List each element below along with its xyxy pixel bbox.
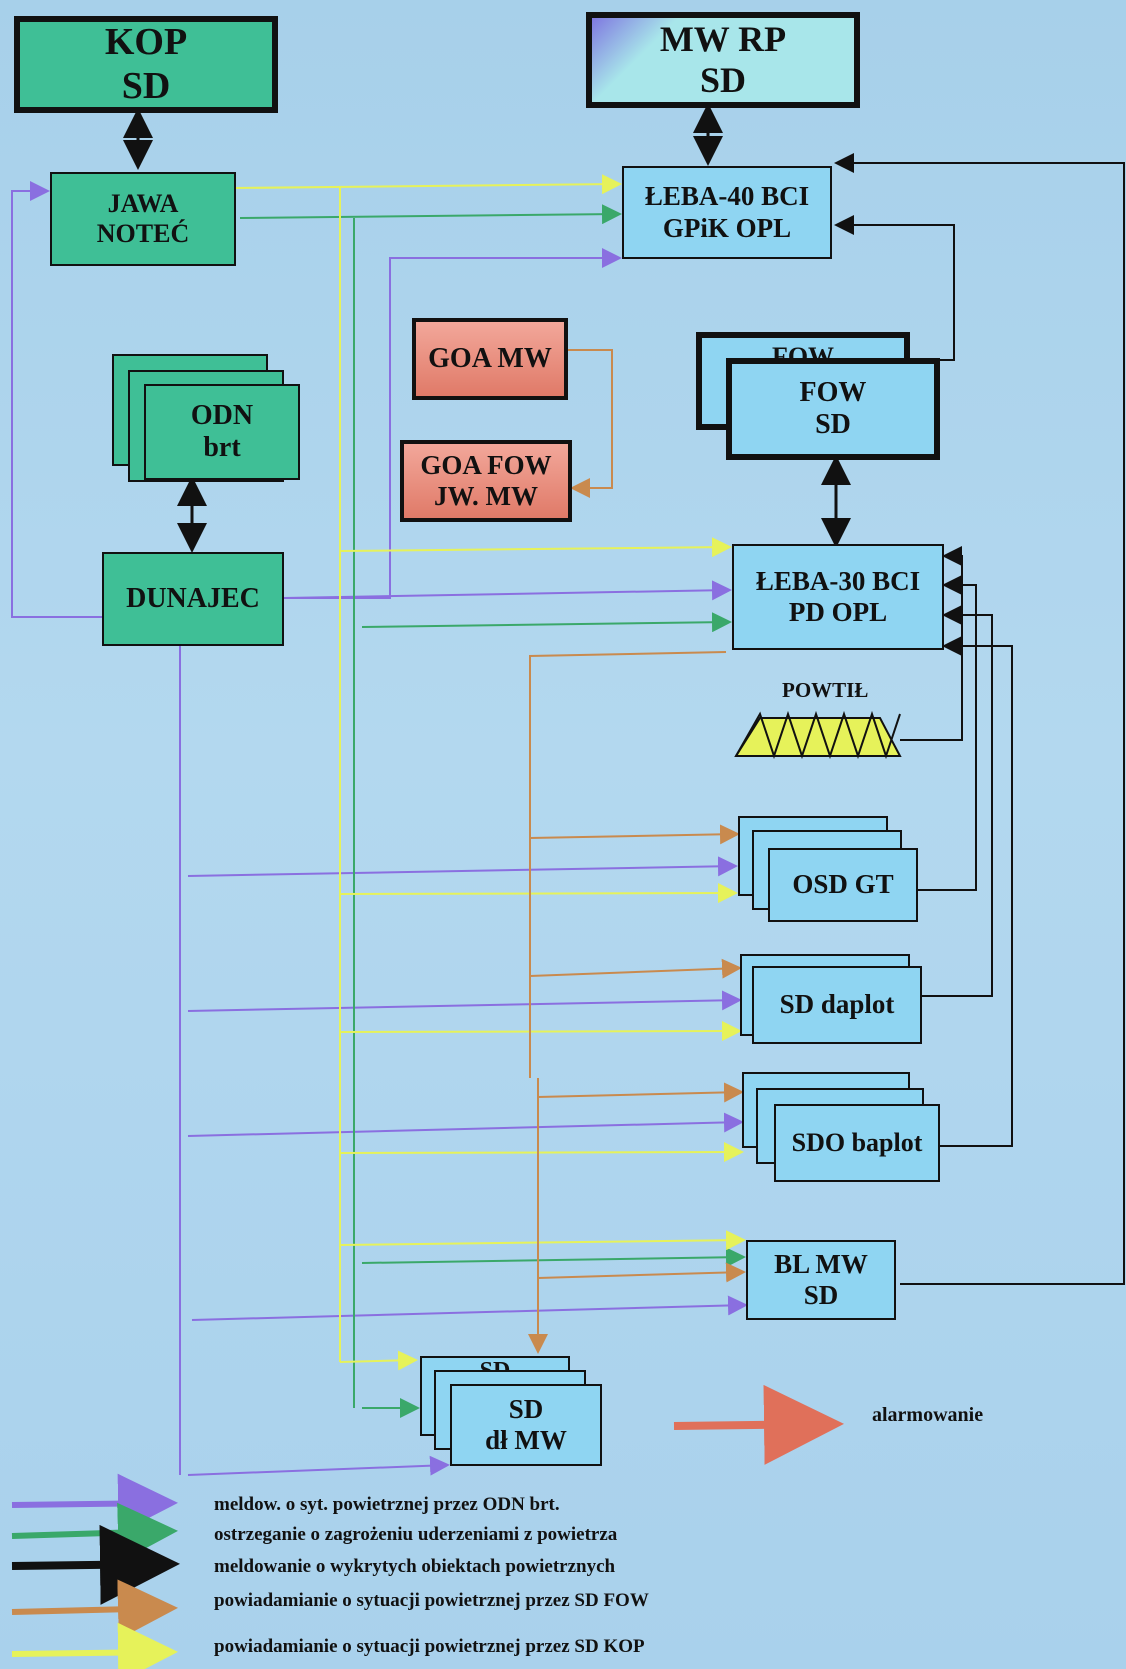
fow-sd-line2: SD (815, 409, 851, 440)
sdo-baplot-line1: SDO baplot (791, 1128, 923, 1158)
legend-item-odn: meldow. o syt. powietrznej przez ODN brt… (214, 1494, 560, 1515)
kop-sd-node: KOP SD (14, 16, 278, 113)
mw-rp-sd-line2: SD (699, 60, 747, 100)
sd-dl-mw-line2: dł MW (485, 1425, 567, 1455)
powtil-label: POWTIŁ (782, 678, 869, 702)
leba-40-node: ŁEBA-40 BCI GPiK OPL (622, 166, 832, 259)
goa-fow-node: GOA FOW JW. MW (400, 440, 572, 522)
sdo-baplot-node: SDO baplot (774, 1104, 940, 1182)
mw-rp-sd-line1: MW RP (659, 18, 787, 59)
legend-item-sd-fow: powiadamianie o sytuacji powietrznej prz… (214, 1590, 649, 1611)
sd-daplot-node: SD daplot (752, 966, 922, 1044)
powtil-antenna-icon (734, 710, 902, 760)
legend-item-ostrzeganie: ostrzeganie o zagrożeniu uderzeniami z p… (214, 1524, 618, 1545)
jawa-notec-line1: JAWA (107, 189, 179, 219)
sd-dl-mw-line1: SD (508, 1393, 544, 1424)
goa-fow-line1: GOA FOW (420, 449, 552, 480)
osd-gt-node: OSD GT (768, 848, 918, 922)
goa-mw-node: GOA MW (412, 318, 568, 400)
bl-mw-sd-node: BL MW SD (746, 1240, 896, 1320)
leba-40-line2: GPiK OPL (662, 212, 792, 243)
osd-gt-line1: OSD GT (792, 869, 894, 900)
leba-40-line1: ŁEBA-40 BCI (644, 181, 810, 212)
alarm-label: alarmowanie (872, 1404, 984, 1426)
leba-30-line1: ŁEBA-30 BCI (755, 565, 921, 596)
bl-mw-sd-line1: BL MW (774, 1248, 868, 1279)
kop-sd-line2: SD (121, 64, 171, 107)
leba-30-node: ŁEBA-30 BCI PD OPL (732, 544, 944, 650)
leba-30-line2: PD OPL (788, 597, 888, 627)
odn-brt-line1: ODN (190, 399, 254, 431)
odn-brt-line2: brt (203, 432, 241, 463)
jawa-notec-node: JAWA NOTEĆ (50, 172, 236, 266)
dunajec-node: DUNAJEC (102, 552, 284, 646)
legend-item-meldowanie: meldowanie o wykrytych obiektach powietr… (214, 1556, 616, 1577)
kop-sd-line1: KOP (104, 20, 188, 63)
fow-sd-node: FOW SD (726, 358, 940, 460)
bl-mw-sd-line2: SD (803, 1280, 839, 1310)
jawa-notec-line2: NOTEĆ (96, 219, 190, 248)
legend-item-sd-kop: powiadamianie o sytuacji powietrznej prz… (214, 1636, 645, 1657)
goa-fow-line2: JW. MW (433, 481, 538, 511)
sd-daplot-line1: SD daplot (779, 989, 895, 1020)
odn-brt-node: ODN brt (144, 384, 300, 480)
sd-dl-mw-node: SD dł MW (450, 1384, 602, 1466)
mw-rp-sd-node: MW RP SD (586, 12, 860, 108)
fow-sd-line1: FOW (799, 376, 867, 408)
dunajec-line1: DUNAJEC (126, 582, 260, 614)
goa-mw-line1: GOA MW (428, 342, 552, 374)
